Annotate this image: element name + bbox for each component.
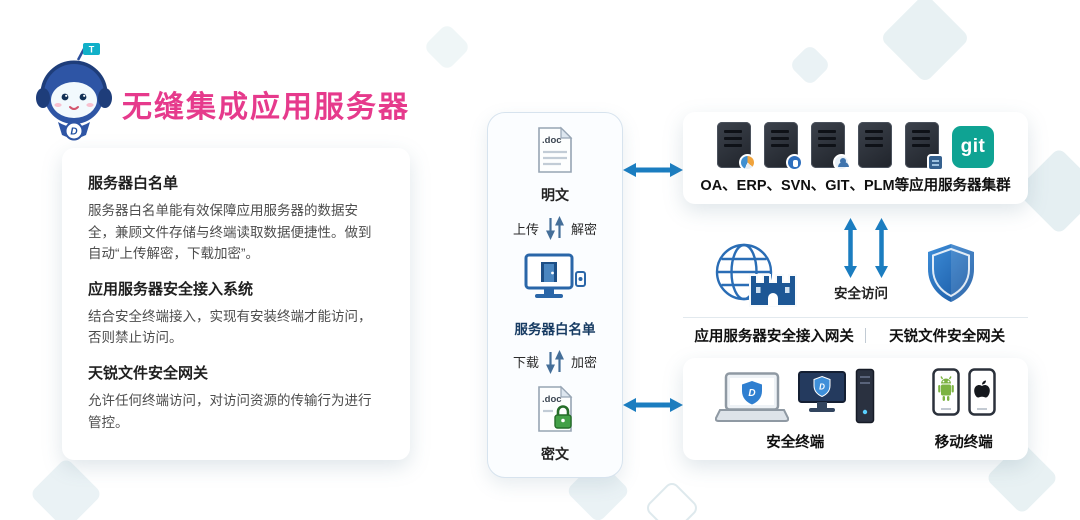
mobile-terminal-icons <box>932 368 996 416</box>
gateway-captions-row: 应用服务器安全接入网关 天锐文件安全网关 <box>683 317 1028 346</box>
pie-chart-emblem-icon <box>739 154 756 171</box>
page-title: 无缝集成应用服务器 <box>122 91 410 124</box>
mascot-headphone-right <box>98 88 112 108</box>
secure-access-arrows <box>843 218 889 278</box>
encrypt-label: 加密 <box>571 355 598 371</box>
background-cube-decoration <box>879 0 971 84</box>
server-icon-plm <box>905 122 944 171</box>
background-cube-decoration <box>788 43 832 87</box>
section-body-access-system: 结合安全终端接入，实现有安装终端才能访问，否则禁止访问。 <box>88 308 372 346</box>
apple-logo-icon <box>973 380 990 398</box>
up-down-arrows-icon <box>546 216 564 241</box>
lock-icon <box>554 405 572 430</box>
access-gateway-caption: 应用服务器安全接入网关 <box>694 329 854 345</box>
android-phone-icon <box>932 368 960 416</box>
vertical-double-arrow <box>844 218 857 278</box>
cluster-caption: OA、ERP、SVN、GIT、PLM等应用服务器集群 <box>700 178 1011 194</box>
feature-description-panel: 服务器白名单 服务器白名单能有效保障应用服务器的数据安全，兼顾文件存储与终端读取… <box>62 148 410 460</box>
upload-decrypt-row: 上传 解密 <box>513 215 597 241</box>
decrypt-label: 解密 <box>571 221 598 237</box>
server-icon-oa <box>717 122 756 171</box>
mascot-face <box>51 82 97 118</box>
server-icon-git <box>858 122 892 168</box>
background-cube-decoration <box>422 22 472 72</box>
cipher-doc-icon: .doc <box>538 385 573 433</box>
server-whitelist-label: 服务器白名单 <box>514 322 596 338</box>
caption-divider <box>865 328 867 343</box>
server-cluster-icons: git <box>717 122 994 171</box>
database-emblem-icon <box>927 154 944 171</box>
section-heading-access-system: 应用服务器安全接入系统 <box>88 280 254 298</box>
svg-text:.doc: .doc <box>542 135 562 146</box>
iphone-icon <box>968 368 996 416</box>
section-body-whitelist: 服务器白名单能有效保障应用服务器的数据安全，兼顾文件存储与终端读取数据便捷性。做… <box>88 203 372 262</box>
server-icon-svn <box>811 122 850 171</box>
shield-logo-icon <box>742 381 763 405</box>
user-emblem-icon <box>833 154 850 171</box>
svg-text:D: D <box>819 383 825 392</box>
server-icon-erp <box>764 122 803 171</box>
upload-label: 上传 <box>512 221 539 237</box>
background-cube-decoration <box>643 479 701 520</box>
mouse-icon <box>575 270 586 287</box>
secure-terminal-caption: 安全终端 <box>766 435 825 451</box>
lock-emblem-icon <box>786 154 803 171</box>
up-down-arrows-icon <box>546 349 564 374</box>
section-heading-whitelist: 服务器白名单 <box>88 175 179 192</box>
secure-terminal-group: D D 安全终端 <box>715 368 875 452</box>
download-encrypt-row: 下载 加密 <box>513 349 597 375</box>
svg-text:D: D <box>70 127 77 138</box>
section-body-file-gateway: 允许任何终端访问，对访问资源的传输行为进行管控。 <box>88 392 372 430</box>
git-logo-icon: git <box>952 126 994 168</box>
mascot-badge <box>64 121 84 141</box>
server-tower-icon <box>856 368 875 424</box>
svg-text:D: D <box>749 388 756 399</box>
plaintext-label: 明文 <box>541 186 569 203</box>
mascot-headphone-left <box>36 88 50 108</box>
mascot-flag <box>83 43 100 55</box>
flow-to-cluster-arrow <box>623 163 683 177</box>
encryption-flow-panel: .doc 明文 上传 解密 服务器白名单 <box>487 112 623 478</box>
download-label: 下载 <box>512 355 539 371</box>
secure-terminal-icons: D D <box>715 368 875 424</box>
svg-text:.doc: .doc <box>542 394 562 405</box>
network-gateway-globe-icon <box>715 243 797 307</box>
file-gateway-caption: 天锐文件安全网关 <box>889 329 1006 345</box>
flow-to-terminals-arrow <box>623 398 683 412</box>
terminals-panel: D D 安全终端 <box>683 358 1028 460</box>
mobile-terminal-caption: 移动终端 <box>934 435 993 451</box>
svg-text:T: T <box>89 45 95 55</box>
mobile-terminal-group: 移动终端 <box>932 368 996 452</box>
server-whitelist-icon <box>524 253 586 298</box>
mascot-logo: T D <box>36 43 112 141</box>
vertical-double-arrow <box>875 218 888 278</box>
laptop-icon: D <box>715 372 790 422</box>
app-server-cluster-panel: git OA、ERP、SVN、GIT、PLM等应用服务器集群 <box>683 112 1028 204</box>
desktop-monitor-icon: D <box>798 371 847 412</box>
secure-access-label: 安全访问 <box>834 286 888 301</box>
file-gateway-shield-icon <box>928 244 974 302</box>
background-cube-decoration <box>29 457 103 520</box>
fortress-icon <box>749 274 797 307</box>
section-heading-file-gateway: 天锐文件安全网关 <box>88 364 209 382</box>
plain-doc-icon: .doc <box>538 126 573 173</box>
shield-logo-icon <box>813 375 831 398</box>
ciphertext-label: 密文 <box>541 445 569 462</box>
